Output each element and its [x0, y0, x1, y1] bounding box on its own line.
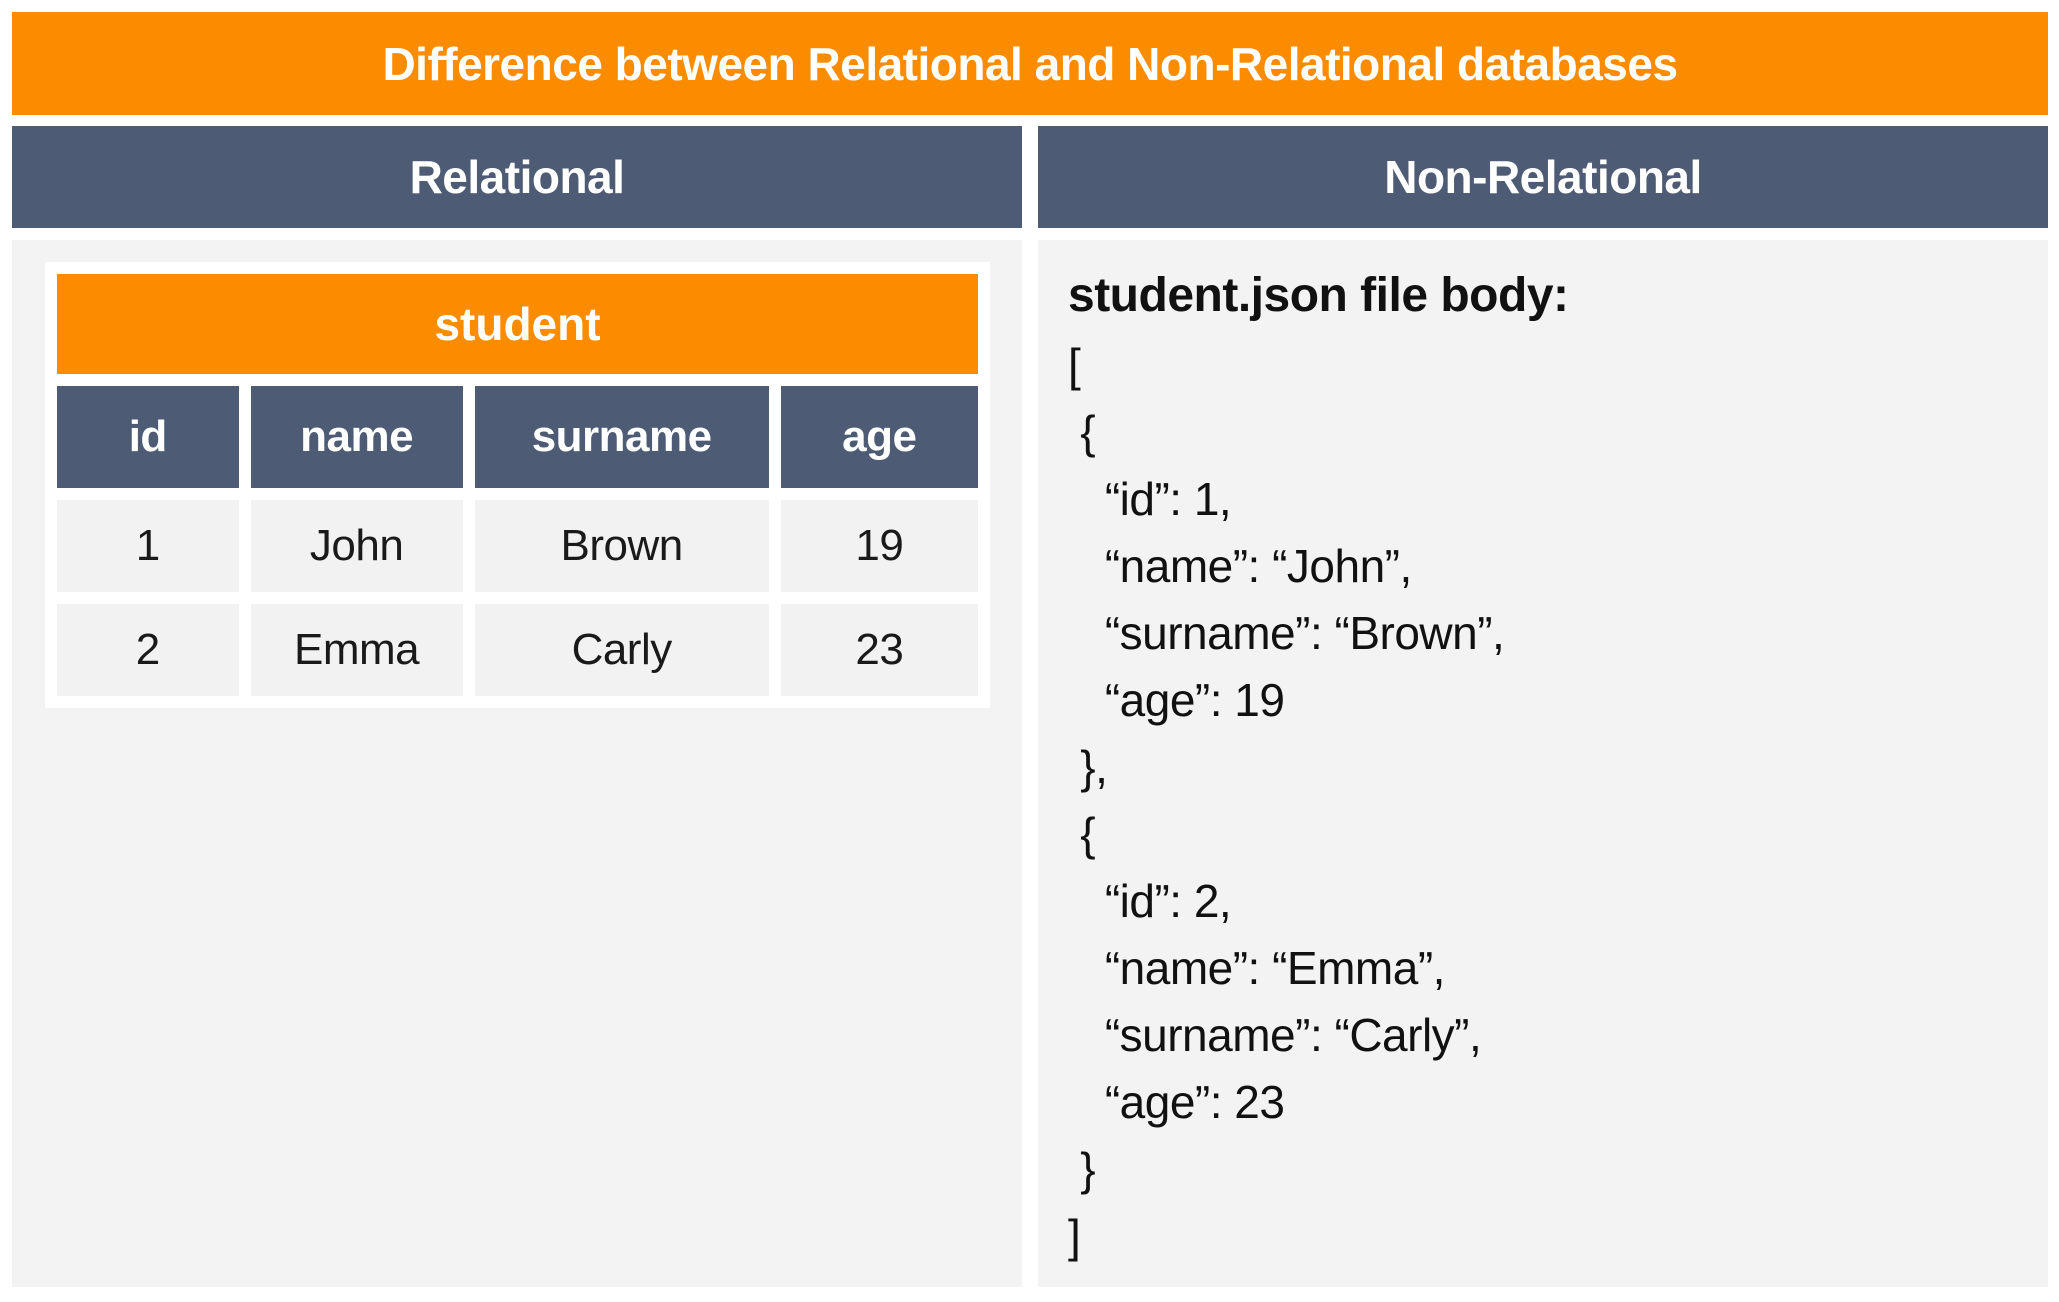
table-cell-surname: Brown	[474, 500, 769, 592]
table-header-cell-id: id	[57, 386, 239, 488]
table-cell-surname: Carly	[474, 604, 769, 696]
json-line: ]	[1068, 1210, 1081, 1262]
json-line: “id”: 2,	[1068, 875, 1232, 927]
table-cell-age: 23	[780, 604, 978, 696]
table-row: 2 Emma Carly 23	[57, 604, 978, 696]
table-title-label: student	[434, 298, 601, 350]
table-row: 1 John Brown 19	[57, 500, 978, 592]
json-line: [	[1068, 339, 1081, 391]
json-line: “id”: 1,	[1068, 473, 1232, 525]
column-header-relational: Relational	[12, 126, 1022, 228]
table-header-cell-name: name	[250, 386, 463, 488]
title-banner: Difference between Relational and Non-Re…	[12, 12, 2048, 115]
non-relational-header-label: Non-Relational	[1384, 151, 1702, 203]
table-title-bar: student	[57, 274, 978, 374]
json-line: {	[1068, 808, 1096, 860]
json-line: “surname”: “Brown”,	[1068, 607, 1505, 659]
json-line: “age”: 23	[1068, 1076, 1285, 1128]
page-title: Difference between Relational and Non-Re…	[382, 37, 1678, 90]
json-line: {	[1068, 406, 1096, 458]
column-header-non-relational: Non-Relational	[1038, 126, 2048, 228]
json-line: }	[1068, 1143, 1096, 1195]
non-relational-panel: student.json file body: [ { “id”: 1, “na…	[1038, 240, 2048, 1287]
table-cell-id: 2	[57, 604, 239, 696]
relational-header-label: Relational	[409, 151, 625, 203]
table-cell-name: Emma	[250, 604, 463, 696]
student-table-card: student id name surname age 1 John Brown…	[45, 262, 990, 708]
json-heading: student.json file body:	[1068, 269, 1569, 322]
table-cell-age: 19	[780, 500, 978, 592]
json-line: “name”: “Emma”,	[1068, 942, 1446, 994]
table-cell-id: 1	[57, 500, 239, 592]
relational-panel: student id name surname age 1 John Brown…	[12, 240, 1022, 1287]
json-line: “name”: “John”,	[1068, 540, 1412, 592]
table-header-cell-surname: surname	[474, 386, 769, 488]
json-line: “age”: 19	[1068, 674, 1285, 726]
json-file-view: student.json file body: [ { “id”: 1, “na…	[1068, 260, 2028, 1270]
table-header-cell-age: age	[780, 386, 978, 488]
json-line: },	[1068, 741, 1108, 793]
table-cell-name: John	[250, 500, 463, 592]
table-header-row: id name surname age	[57, 386, 978, 488]
json-line: “surname”: “Carly”,	[1068, 1009, 1482, 1061]
